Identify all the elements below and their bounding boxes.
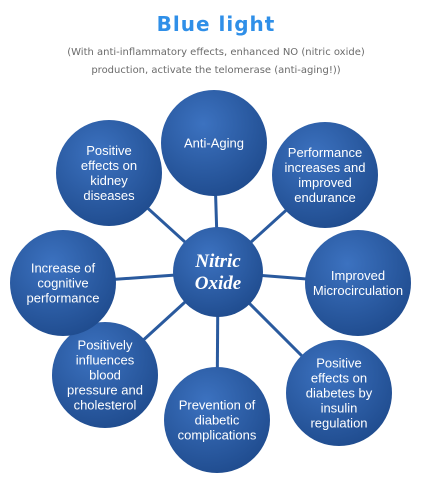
- diagram-subtitle: (With anti-inflammatory effects, enhance…: [16, 44, 416, 80]
- node-label-line: effects on: [81, 158, 137, 173]
- node-circle: [52, 322, 158, 428]
- node-label-line: Increase of: [31, 261, 96, 276]
- node-label-line: Performance: [288, 145, 362, 160]
- node-label-line: Positive: [316, 356, 362, 371]
- node-circle: [272, 122, 378, 228]
- node-label-line: Microcirculation: [313, 283, 403, 298]
- center-label-line: Oxide: [195, 273, 242, 294]
- center-label-line: Nitric: [194, 251, 241, 272]
- node-label-line: influences: [76, 353, 135, 368]
- node-label-line: Positively: [78, 338, 133, 353]
- node-label-line: diabetes by: [306, 386, 373, 401]
- node-label-line: endurance: [294, 190, 355, 205]
- node-anti-aging: Anti-Aging: [161, 90, 267, 196]
- node-label-line: performance: [27, 291, 100, 306]
- node-label-line: diabetic: [195, 413, 240, 428]
- node-label-line: diseases: [83, 188, 135, 203]
- node-label-line: effects on: [311, 371, 367, 386]
- node-label-line: Anti-Aging: [184, 136, 244, 151]
- node-label-line: improved: [298, 175, 351, 190]
- node-label-line: increases and: [285, 160, 366, 175]
- node-circle: [286, 340, 392, 446]
- node-circle: [305, 230, 411, 336]
- node-circle: [164, 367, 270, 473]
- node-label-line: regulation: [310, 416, 367, 431]
- node-label-line: Prevention of: [179, 398, 256, 413]
- node-label-line: blood: [89, 368, 121, 383]
- node-circle: [10, 230, 116, 336]
- node-label-line: cognitive: [37, 276, 88, 291]
- node-circle: [161, 90, 267, 196]
- node-label-line: cholesterol: [74, 398, 137, 413]
- node-label-line: insulin: [321, 401, 358, 416]
- diagram-title: Blue light: [156, 12, 276, 36]
- node-label-line: Positive: [86, 143, 132, 158]
- node-circle: [56, 120, 162, 226]
- subtitle-line-2: production, activate the telomerase (ant…: [91, 65, 341, 76]
- node-label-line: complications: [178, 428, 257, 443]
- node-label-line: Improved: [331, 268, 385, 283]
- node-label-line: pressure and: [67, 383, 143, 398]
- center-circle: [173, 227, 263, 317]
- subtitle-line-1: (With anti-inflammatory effects, enhance…: [67, 47, 365, 58]
- node-label-line: kidney: [90, 173, 128, 188]
